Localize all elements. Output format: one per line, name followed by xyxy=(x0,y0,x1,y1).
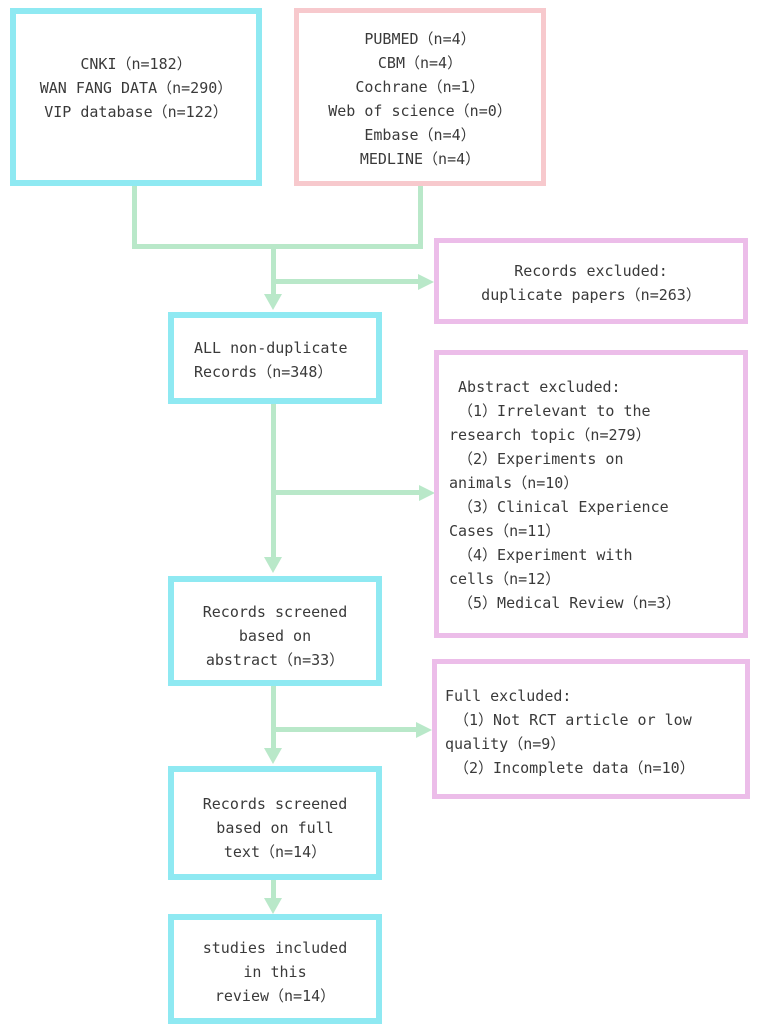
box-text-line: in this xyxy=(243,963,307,981)
arrow-to-screened-full xyxy=(264,748,282,764)
exclusion-heading: Full excluded: xyxy=(445,687,572,705)
arrow-to-screened-abstract xyxy=(264,557,282,573)
english-databases-box: PUBMED（n=4） CBM（n=4） Cochrane（n=1） Web o… xyxy=(294,8,546,186)
exclusion-reason: （2）Experiments on xyxy=(449,450,624,468)
non-duplicate-records-box: ALL non-duplicate Records（n=348） xyxy=(168,312,382,404)
database-record-count: VIP database（n=122） xyxy=(44,103,228,121)
screened-abstract-box: Records screened based on abstract（n=33） xyxy=(168,576,382,686)
exclusion-reason: research topic（n=279） xyxy=(449,426,651,444)
box-text-line: Records screened xyxy=(202,603,348,621)
box-text-line: review（n=14） xyxy=(214,987,336,1005)
box-text-line: based on xyxy=(238,627,312,645)
database-record-count: Web of science（n=0） xyxy=(328,102,512,120)
database-record-count: PUBMED（n=4） xyxy=(364,30,476,48)
connector-right-source-down xyxy=(418,184,423,248)
box-text-line: text（n=14） xyxy=(223,843,327,861)
arrow-to-included xyxy=(264,898,282,914)
connector-to-screened-full xyxy=(271,686,276,750)
connector-to-nonduplicate xyxy=(271,244,276,296)
arrow-to-abstract-excluded xyxy=(419,485,435,501)
exclusion-reason: animals（n=10） xyxy=(449,474,579,492)
connector-to-screened-abstract xyxy=(271,404,276,559)
arrow-to-nonduplicate xyxy=(264,294,282,310)
connector-to-full-excluded xyxy=(271,727,418,732)
box-text-line: Records（n=348） xyxy=(194,363,333,381)
exclusion-reason: quality（n=9） xyxy=(445,735,566,753)
exclusion-reason: duplicate papers（n=263） xyxy=(481,286,701,304)
database-record-count: Cochrane（n=1） xyxy=(355,78,485,96)
connector-to-duplicates-excluded xyxy=(271,279,420,284)
exclusion-reason: （3）Clinical Experience xyxy=(449,498,669,516)
full-text-excluded-box: Full excluded: （1）Not RCT article or low… xyxy=(432,659,750,799)
connector-merge xyxy=(132,244,423,249)
abstract-excluded-box: Abstract excluded: （1）Irrelevant to the … xyxy=(434,350,748,638)
arrow-to-full-excluded xyxy=(416,722,432,738)
box-text-line: studies included xyxy=(202,939,348,957)
exclusion-reason: （1）Not RCT article or low xyxy=(445,711,692,729)
exclusion-reason: （5）Medical Review（n=3） xyxy=(449,594,681,612)
exclusion-reason: （4）Experiment with xyxy=(449,546,633,564)
database-record-count: Embase（n=4） xyxy=(364,126,476,144)
duplicates-excluded-box: Records excluded: duplicate papers（n=263… xyxy=(434,238,748,324)
studies-included-box: studies included in this review（n=14） xyxy=(168,914,382,1024)
chinese-databases-box: CNKI（n=182） WAN FANG DATA（n=290） VIP dat… xyxy=(10,8,262,186)
connector-left-source-down xyxy=(132,184,137,248)
database-record-count: MEDLINE（n=4） xyxy=(359,150,481,168)
connector-to-abstract-excluded xyxy=(271,490,421,495)
box-text-line: based on full xyxy=(216,819,334,837)
exclusion-heading: Abstract excluded: xyxy=(449,378,621,396)
database-record-count: WAN FANG DATA（n=290） xyxy=(39,79,233,97)
exclusion-reason: （1）Irrelevant to the xyxy=(449,402,651,420)
database-record-count: CNKI（n=182） xyxy=(80,55,192,73)
exclusion-reason: cells（n=12） xyxy=(449,570,561,588)
box-text-line: abstract（n=33） xyxy=(205,651,345,669)
database-record-count: CBM（n=4） xyxy=(377,54,463,72)
arrow-to-duplicates-excluded xyxy=(418,274,434,290)
connector-to-included xyxy=(271,880,276,900)
exclusion-heading: Records excluded: xyxy=(514,262,668,280)
box-text-line: ALL non-duplicate xyxy=(194,339,348,357)
exclusion-reason: （2）Incomplete data（n=10） xyxy=(445,759,695,777)
exclusion-reason: Cases（n=11） xyxy=(449,522,561,540)
box-text-line: Records screened xyxy=(202,795,348,813)
screened-full-text-box: Records screened based on full text（n=14… xyxy=(168,766,382,880)
